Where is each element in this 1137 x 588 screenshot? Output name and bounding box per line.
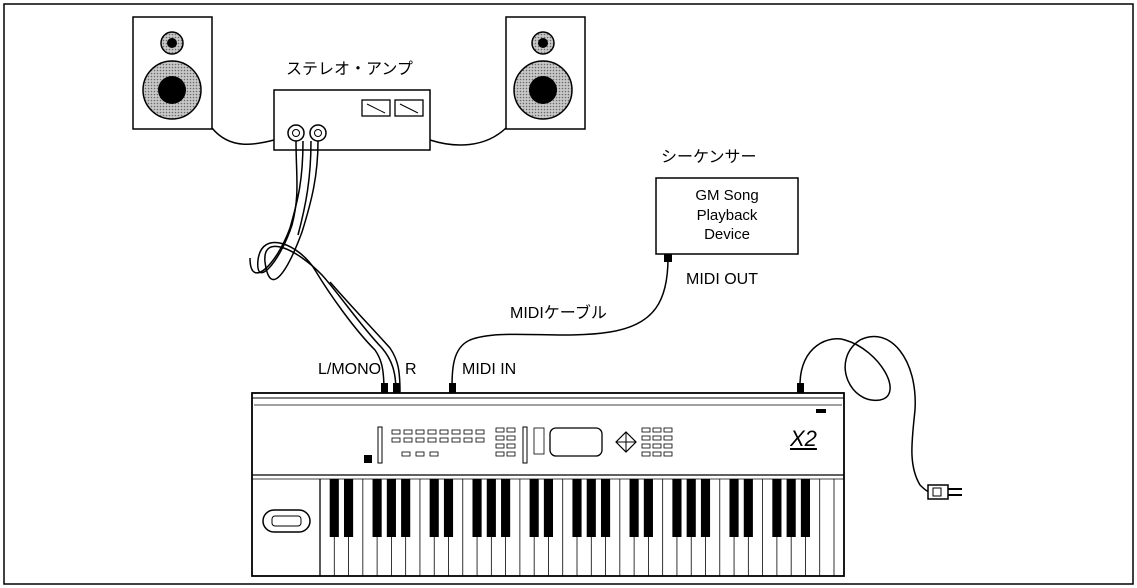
black-key xyxy=(572,479,581,537)
panel-button xyxy=(507,436,515,440)
panel-button xyxy=(664,444,672,448)
panel-button xyxy=(428,430,436,434)
black-key xyxy=(472,479,481,537)
panel-button xyxy=(392,430,400,434)
stereo-amp-label: ステレオ・アンプ xyxy=(286,62,413,78)
panel-button xyxy=(664,436,672,440)
panel-button xyxy=(402,452,410,456)
black-key xyxy=(587,479,596,537)
panel-button xyxy=(507,444,515,448)
midi-cable-label: MIDIケーブル xyxy=(510,306,607,322)
keyboard xyxy=(252,393,844,576)
black-key xyxy=(772,479,781,537)
sequencer-label: シーケンサー xyxy=(661,150,757,166)
panel-button xyxy=(476,430,484,434)
panel-button xyxy=(392,438,400,442)
l-mono-label: L/MONO xyxy=(318,362,381,378)
device-line-1: GM Song xyxy=(656,186,798,206)
black-key xyxy=(701,479,710,537)
midi-out-label: MIDI OUT xyxy=(686,272,758,288)
panel-button xyxy=(416,438,424,442)
black-key xyxy=(373,479,382,537)
stereo-amp xyxy=(274,90,430,150)
black-key xyxy=(687,479,696,537)
power-plug-icon xyxy=(928,485,962,499)
black-key xyxy=(487,479,496,537)
panel-button xyxy=(464,438,472,442)
right-speaker xyxy=(506,17,585,129)
panel-button xyxy=(452,430,460,434)
panel-button xyxy=(642,444,650,448)
black-key xyxy=(330,479,339,537)
panel-button xyxy=(653,436,661,440)
black-key xyxy=(787,479,796,537)
black-key xyxy=(644,479,653,537)
panel-button xyxy=(476,438,484,442)
panel-button xyxy=(664,428,672,432)
panel-button xyxy=(664,452,672,456)
panel-button xyxy=(642,436,650,440)
black-key xyxy=(344,479,353,537)
panel-button xyxy=(653,444,661,448)
panel-button xyxy=(507,452,515,456)
black-key xyxy=(401,479,410,537)
black-key xyxy=(729,479,738,537)
panel-button xyxy=(653,428,661,432)
black-key xyxy=(672,479,681,537)
panel-button xyxy=(416,452,424,456)
black-key xyxy=(501,479,510,537)
black-key xyxy=(630,479,639,537)
device-line-2: Playback xyxy=(656,206,798,226)
black-key xyxy=(801,479,810,537)
panel-button xyxy=(496,436,504,440)
black-key xyxy=(544,479,553,537)
r-label: R xyxy=(405,362,417,378)
right-speaker-wire xyxy=(430,128,506,145)
panel-button xyxy=(642,452,650,456)
panel-button xyxy=(430,452,438,456)
black-key xyxy=(387,479,396,537)
panel-button xyxy=(507,428,515,432)
device-line-3: Device xyxy=(656,225,798,245)
panel-button xyxy=(440,438,448,442)
panel-button xyxy=(404,430,412,434)
black-key xyxy=(430,479,439,537)
panel-button xyxy=(440,430,448,434)
black-key xyxy=(530,479,539,537)
black-key xyxy=(601,479,610,537)
panel-button xyxy=(428,438,436,442)
panel-button xyxy=(496,428,504,432)
black-key xyxy=(744,479,753,537)
panel-button xyxy=(416,430,424,434)
keyboard-lcd xyxy=(550,428,602,456)
keyboard-logo: X2 xyxy=(790,428,817,450)
panel-button xyxy=(653,452,661,456)
panel-button xyxy=(642,428,650,432)
sequencer-device-text: GM Song Playback Device xyxy=(656,186,798,245)
panel-button xyxy=(404,438,412,442)
left-speaker-wire xyxy=(212,128,274,144)
midi-in-label: MIDI IN xyxy=(462,362,516,378)
panel-button xyxy=(496,452,504,456)
panel-button xyxy=(464,430,472,434)
panel-button xyxy=(496,444,504,448)
left-speaker xyxy=(133,17,212,129)
audio-cables xyxy=(250,141,400,392)
keyboard-slider xyxy=(378,427,382,463)
panel-button xyxy=(452,438,460,442)
black-key xyxy=(444,479,453,537)
